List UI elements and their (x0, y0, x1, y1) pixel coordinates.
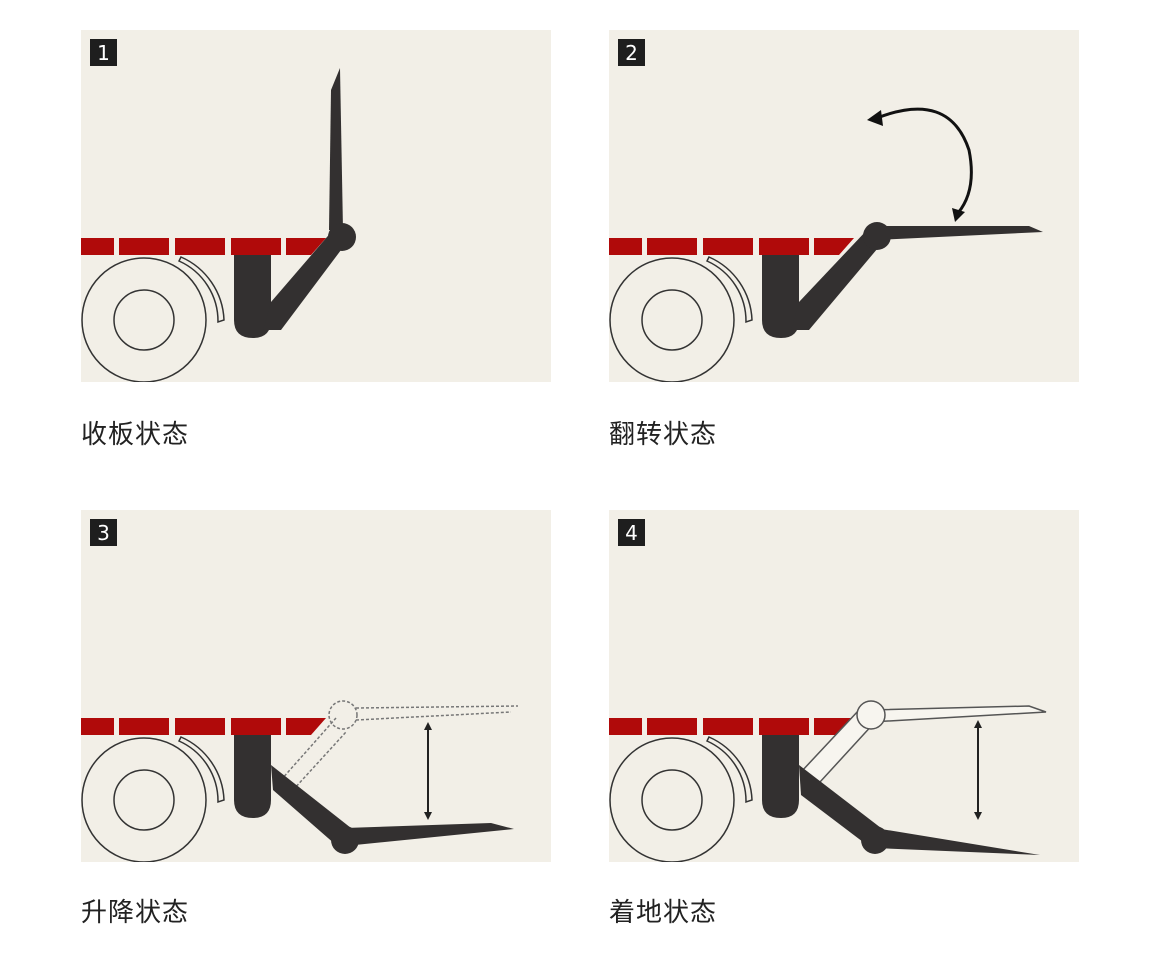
tailgate-plate (345, 823, 514, 846)
panel-stowed: 1 (81, 30, 551, 382)
ghost-raised-plate (800, 700, 1047, 796)
pivot-joint (331, 826, 359, 854)
pivot-joint (861, 826, 889, 854)
svg-text:4: 4 (625, 521, 638, 545)
lift-support (762, 735, 799, 818)
panel-ground: 4 (609, 510, 1079, 862)
step-badge: 4 (618, 519, 645, 546)
tailgate-plate (877, 226, 1043, 240)
truck-deck (609, 238, 854, 255)
tailgate-plate (329, 68, 343, 230)
truck-deck (609, 718, 854, 735)
truck-deck (81, 238, 326, 255)
step-badge: 2 (618, 39, 645, 66)
step-badge: 1 (90, 39, 117, 66)
lift-arm (791, 230, 883, 330)
tailgate-plate (875, 828, 1040, 855)
panel-lift: 3 (81, 510, 551, 862)
step-badge: 3 (90, 519, 117, 546)
pivot-joint (863, 222, 891, 250)
wheel-icon (609, 256, 753, 382)
caption-lift: 升降状态 (81, 898, 190, 928)
diagram-stowed: 1 (81, 39, 356, 382)
wheel-icon (609, 736, 753, 862)
lift-arm (799, 765, 881, 845)
svg-text:2: 2 (625, 41, 638, 65)
diagram-ground: 4 (609, 519, 1047, 862)
lift-support (234, 255, 271, 338)
pivot-joint (328, 223, 356, 251)
svg-text:3: 3 (97, 521, 110, 545)
svg-text:1: 1 (97, 41, 110, 65)
lift-height-arrow-icon (424, 722, 432, 820)
caption-stowed: 收板状态 (81, 420, 190, 450)
lift-arm (263, 230, 347, 330)
diagram-flip: 2 (609, 39, 1043, 382)
wheel-icon (81, 256, 225, 382)
lift-arm (271, 765, 351, 845)
rotate-arrow-icon (867, 107, 973, 222)
lift-support (234, 735, 271, 818)
panel-flip: 2 (609, 30, 1079, 382)
caption-ground: 着地状态 (609, 898, 718, 928)
lift-support (762, 255, 799, 338)
ghost-raised-plate (280, 700, 519, 791)
wheel-icon (81, 736, 225, 862)
truck-deck (81, 718, 326, 735)
caption-flip: 翻转状态 (609, 420, 718, 450)
diagram-lift: 3 (81, 519, 519, 862)
lift-height-arrow-icon (974, 720, 982, 820)
